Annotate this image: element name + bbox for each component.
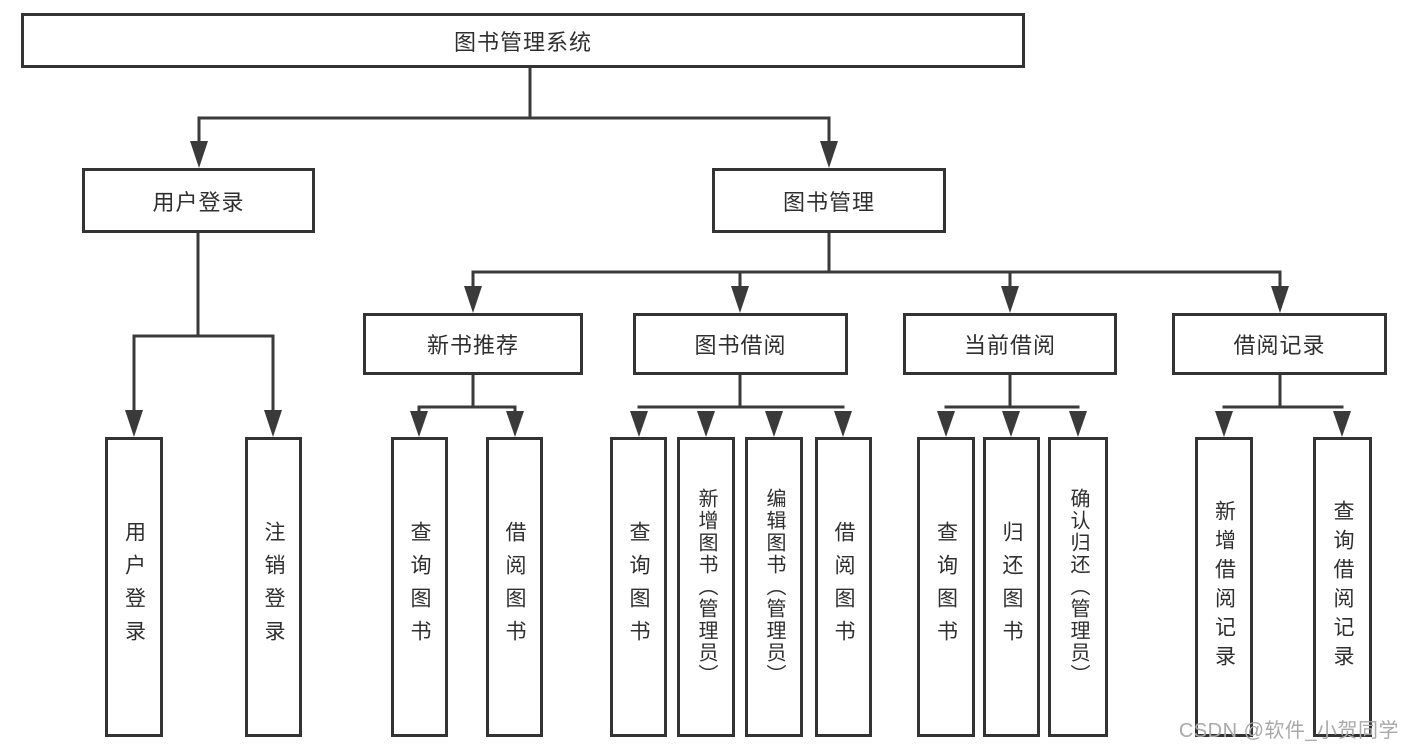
leaf-label: 注销登录 <box>262 521 285 653</box>
connector-current-to-leaves <box>937 375 1087 437</box>
node-borrowing-records: 借阅记录 <box>1172 313 1387 375</box>
arrow-down-icon <box>697 411 715 437</box>
leaf-borrow-books-newbook: 借阅图书 <box>486 437 543 737</box>
arrow-down-icon <box>937 411 955 437</box>
node-label: 当前借阅 <box>963 333 1056 358</box>
leaf-return-books: 归还图书 <box>983 437 1040 737</box>
leaf-borrow-books-borrowing: 借阅图书 <box>815 437 872 737</box>
leaf-query-books-current: 查询图书 <box>917 437 975 737</box>
arrow-down-icon <box>1271 286 1289 313</box>
arrow-down-icon <box>190 141 208 168</box>
leaf-label: 新增借阅记录 <box>1212 500 1236 674</box>
node-label: 借阅记录 <box>1233 333 1326 358</box>
leaf-query-borrow-record: 查询借阅记录 <box>1313 437 1372 737</box>
leaf-label: 查询图书 <box>934 521 958 653</box>
connector-root-to-level2 <box>190 66 838 168</box>
leaf-confirm-return-admin: 确认归还（管理员） <box>1048 437 1108 737</box>
arrow-down-icon <box>1333 411 1351 437</box>
node-user-login: 用户登录 <box>82 168 315 233</box>
arrow-down-icon <box>765 411 783 437</box>
leaf-query-books-newbook: 查询图书 <box>391 437 448 737</box>
leaf-label: 查询图书 <box>408 521 431 653</box>
leaf-add-borrow-record: 新增借阅记录 <box>1195 437 1253 737</box>
leaf-user-login: 用户登录 <box>105 437 163 737</box>
connector-records-to-leaves <box>1215 375 1351 437</box>
connector-book-management-to-level3 <box>464 233 1289 313</box>
arrow-down-icon <box>464 286 482 313</box>
arrow-down-icon <box>1215 411 1233 437</box>
node-label: 用户登录 <box>152 189 245 215</box>
csdn-watermark: CSDN @软件_小贺同学 <box>1178 720 1399 742</box>
connector-user-login-to-leaves <box>125 233 282 437</box>
node-label: 图书管理 <box>782 189 875 215</box>
leaf-label: 编辑图书（管理员） <box>763 488 785 686</box>
leaf-label: 确认归还（管理员） <box>1067 488 1089 686</box>
connector-borrowing-to-leaves <box>630 375 852 437</box>
leaf-label: 查询借阅记录 <box>1331 500 1354 674</box>
arrow-down-icon <box>1001 286 1019 313</box>
leaf-label: 查询图书 <box>627 521 650 653</box>
arrow-down-icon <box>834 411 852 437</box>
node-current-borrowing: 当前借阅 <box>903 313 1117 375</box>
arrow-down-icon <box>820 141 838 168</box>
arrow-down-icon <box>506 411 524 437</box>
leaf-label: 借阅图书 <box>832 521 855 653</box>
leaf-query-books-borrowing: 查询图书 <box>610 437 667 737</box>
node-label: 图书借阅 <box>694 333 787 358</box>
node-book-borrowing: 图书借阅 <box>633 313 848 375</box>
arrow-down-icon <box>1069 411 1087 437</box>
arrow-down-icon <box>410 411 428 437</box>
arrow-down-icon <box>264 410 282 437</box>
node-new-book-recommendation: 新书推荐 <box>363 313 583 375</box>
connector-new-book-to-leaves <box>410 375 524 437</box>
node-book-management: 图书管理 <box>712 168 946 233</box>
node-label: 新书推荐 <box>426 333 519 358</box>
leaf-label: 新增图书（管理员） <box>695 488 717 686</box>
arrow-down-icon <box>731 286 749 313</box>
node-label: 图书管理系统 <box>453 29 592 55</box>
leaf-edit-books-admin: 编辑图书（管理员） <box>745 437 803 737</box>
leaf-label: 归还图书 <box>1000 521 1023 653</box>
arrow-down-icon <box>125 410 143 437</box>
leaf-add-books-admin: 新增图书（管理员） <box>677 437 735 737</box>
leaf-label: 借阅图书 <box>503 521 526 653</box>
node-library-management-system: 图书管理系统 <box>21 13 1025 68</box>
arrow-down-icon <box>1002 411 1020 437</box>
leaf-label: 用户登录 <box>122 521 146 653</box>
arrow-down-icon <box>630 411 648 437</box>
leaf-logout: 注销登录 <box>245 437 302 737</box>
